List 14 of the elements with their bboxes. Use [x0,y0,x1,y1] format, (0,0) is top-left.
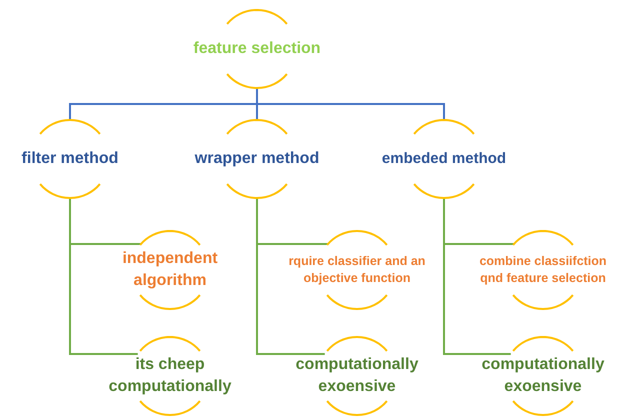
connector-line [443,198,511,355]
node-label: its cheep computationally [108,355,232,397]
node-label: computationally exoensive [294,355,420,397]
node-label: filter method [20,149,120,170]
connector-line [256,88,445,120]
node-label: computationally exoensive [480,355,606,397]
node-label: embeded method [380,148,508,169]
node-label: independent algorithm [121,249,219,291]
node-label: rquire classifier and an objective function [288,253,426,287]
node-label: combine classiifction qnd feature selection [478,253,608,287]
node-label: feature selection [192,39,322,60]
connector-line [69,198,138,355]
node-label: wrapper method [194,149,320,170]
connector-line [256,198,325,355]
